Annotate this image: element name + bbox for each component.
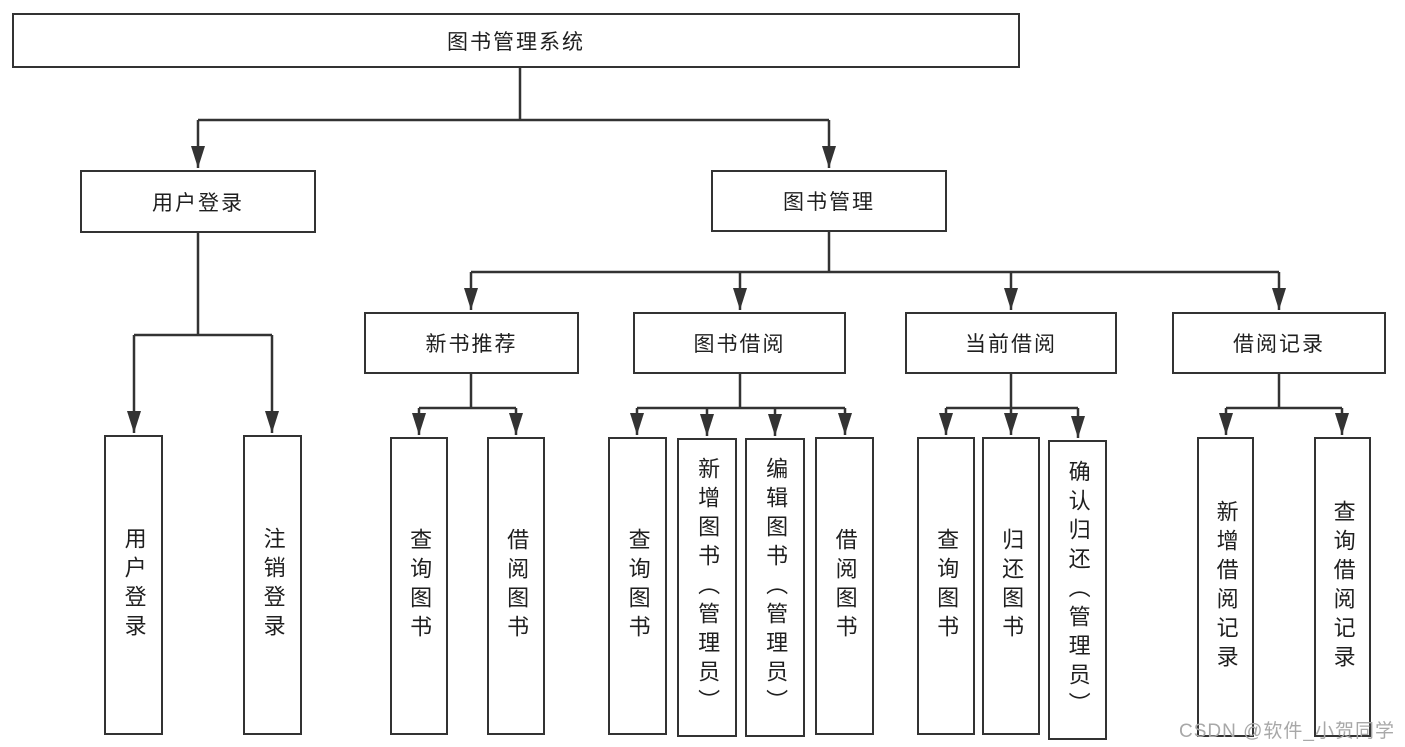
leaf-records-add-record: 新增借阅记录 [1197, 437, 1254, 737]
csdn-watermark: CSDN @软件_小贺同学 [1179, 721, 1395, 742]
branch-book-management: 图书管理 [711, 170, 947, 232]
leaf-records-query-record-label: 查询借阅记录 [1330, 500, 1356, 674]
leaf-current-confirm-return-admin: 确认归还（管理员） [1048, 440, 1107, 740]
leaf-recommend-borrow-books-label: 借阅图书 [504, 528, 530, 644]
leaf-borrowing-borrow-books-label: 借阅图书 [832, 528, 858, 644]
leaf-user-login-label: 用户登录 [121, 527, 147, 643]
branch-borrowing-records: 借阅记录 [1172, 312, 1386, 374]
branch-new-book-recommendation: 新书推荐 [364, 312, 579, 374]
leaf-records-add-record-label: 新增借阅记录 [1213, 500, 1239, 674]
leaf-borrowing-add-book-admin-label: 新增图书（管理员） [695, 457, 721, 718]
leaf-current-query-books: 查询图书 [917, 437, 975, 735]
leaf-recommend-borrow-books: 借阅图书 [487, 437, 545, 735]
branch-current-borrowing: 当前借阅 [905, 312, 1117, 374]
branch-user-login: 用户登录 [80, 170, 316, 233]
leaf-borrowing-query-books: 查询图书 [608, 437, 667, 735]
leaf-current-return-books-label: 归还图书 [999, 528, 1025, 644]
leaf-borrowing-add-book-admin: 新增图书（管理员） [677, 438, 737, 737]
leaf-borrowing-query-books-label: 查询图书 [625, 528, 651, 644]
leaf-borrowing-borrow-books: 借阅图书 [815, 437, 874, 735]
leaf-current-confirm-return-admin-label: 确认归还（管理员） [1065, 459, 1091, 721]
leaf-current-return-books: 归还图书 [982, 437, 1040, 735]
node-root: 图书管理系统 [12, 13, 1020, 68]
leaf-current-query-books-label: 查询图书 [934, 528, 960, 644]
leaf-recommend-query-books-label: 查询图书 [407, 528, 433, 644]
leaf-records-query-record: 查询借阅记录 [1314, 437, 1371, 737]
leaf-logout: 注销登录 [243, 435, 302, 735]
leaf-borrowing-edit-book-admin: 编辑图书（管理员） [745, 438, 805, 737]
branch-book-borrowing: 图书借阅 [633, 312, 846, 374]
leaf-user-login: 用户登录 [104, 435, 163, 735]
leaf-recommend-query-books: 查询图书 [390, 437, 448, 735]
leaf-logout-label: 注销登录 [260, 527, 286, 643]
leaf-borrowing-edit-book-admin-label: 编辑图书（管理员） [763, 457, 789, 718]
